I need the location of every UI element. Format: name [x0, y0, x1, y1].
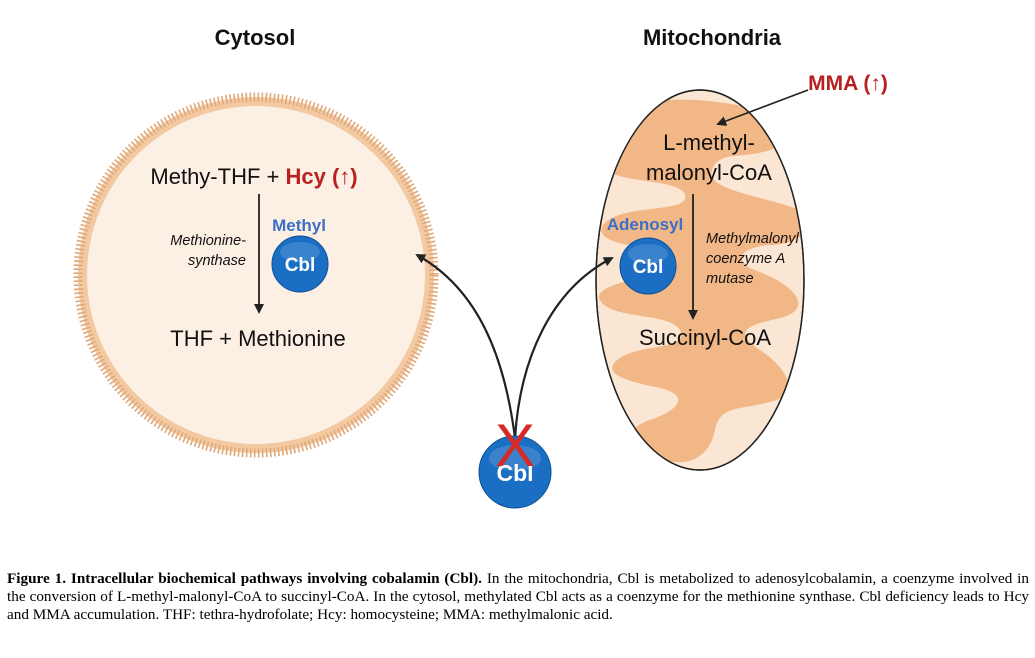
cytosol-reaction-product: THF + Methionine: [170, 326, 345, 351]
methyl-label: Methyl: [272, 216, 326, 235]
cbl-source-text: Cbl: [496, 460, 533, 486]
hcy-accumulation: Hcy (↑): [285, 164, 357, 189]
figure-caption: Figure 1. Intracellular biochemical path…: [7, 570, 1029, 624]
methyl-thf-hcy: Methy-THF +: [150, 164, 285, 189]
cytosol-reaction-substrate: Methy-THF + Hcy (↑): [150, 164, 357, 189]
mitochondria-title: Mitochondria: [643, 25, 782, 50]
cbl-to-mitochondria-arrow: [513, 257, 614, 439]
adenosyl-cbl-badge: Cbl: [619, 237, 677, 295]
mitochondrion: [595, 89, 805, 471]
mutase-label-line3: mutase: [706, 271, 754, 287]
caption-body: In the mitochondria, Cbl is metabolized …: [7, 570, 1029, 623]
adenosyl-cbl-text: Cbl: [633, 257, 664, 278]
methionine-synthase-label-line1: Methionine-: [170, 233, 246, 249]
methionine-synthase-label-line2: synthase: [188, 253, 246, 269]
cbl-to-cytosol-arrow: [415, 254, 517, 439]
cytosol-cell: [73, 92, 439, 458]
cbl-source-badge: Cbl: [478, 435, 552, 509]
caption-lead: Figure 1. Intracellular biochemical path…: [7, 570, 482, 587]
mitochondrial-cristae: [597, 99, 804, 463]
cobalamin-pathway-diagram: Cytosol Mitochondria Methy-THF + Hcy (↑)…: [73, 25, 888, 509]
mutase-label-line1: Methylmalonyl: [706, 231, 799, 247]
mutase-label-line2: coenzyme A: [706, 251, 785, 267]
methyl-cbl-badge: Cbl: [271, 235, 329, 293]
mma-accumulation: MMA (↑): [808, 72, 888, 95]
cytosol-title: Cytosol: [215, 25, 296, 50]
adenosyl-label: Adenosyl: [607, 215, 684, 234]
deficiency-x-mark: X: [495, 412, 535, 479]
succinyl-coa: Succinyl-CoA: [639, 325, 771, 350]
l-methyl-malonyl-coa-line2: malonyl-CoA: [646, 160, 772, 185]
methyl-cbl-text: Cbl: [285, 255, 316, 276]
l-methyl-malonyl-coa-line1: L-methyl-: [663, 130, 755, 155]
mma-arrow: [716, 89, 809, 126]
